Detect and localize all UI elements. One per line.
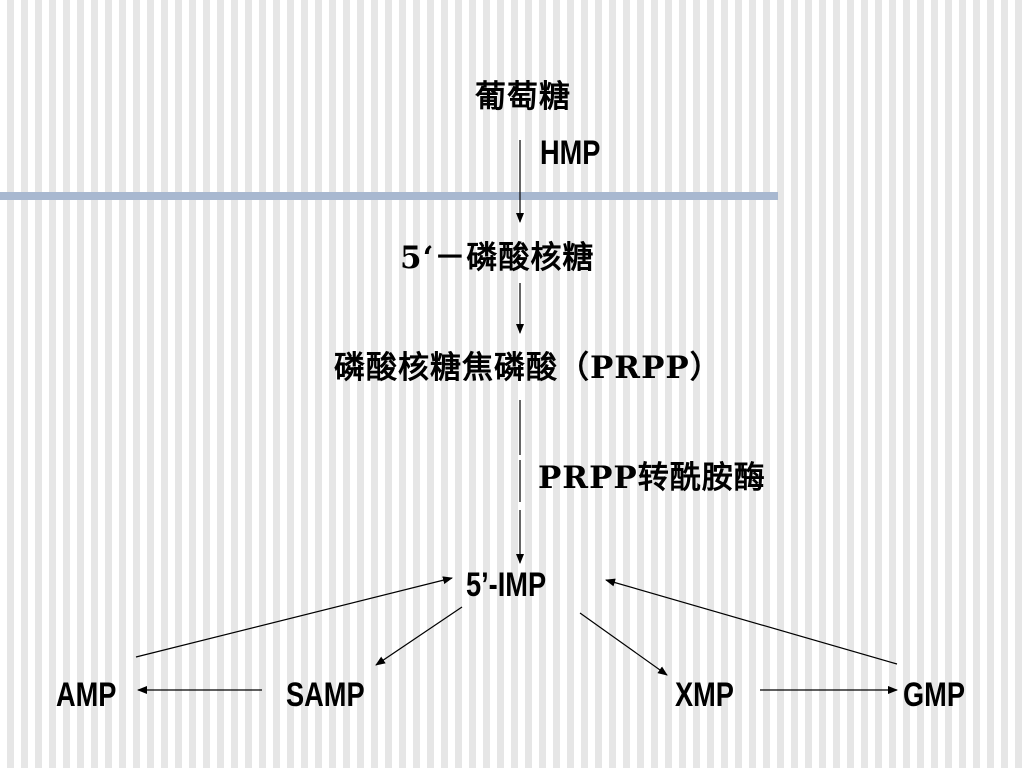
node-samp: SAMP	[286, 676, 365, 714]
node-prpp-amidotransferase: PRPP转酰胺酶	[538, 460, 766, 496]
arrow-amp-to-imp	[135, 576, 453, 658]
node-xmp: XMP	[675, 676, 734, 714]
node-glucose: 葡萄糖	[475, 79, 571, 115]
node-ribose-5-phosphate: 5‘－磷酸核糖	[400, 240, 595, 276]
node-hmp: HMP	[540, 134, 601, 172]
node-amp: AMP	[56, 676, 117, 714]
arrow-gmp-to-imp	[605, 578, 898, 665]
arrow-imp-to-xmp	[579, 612, 668, 676]
node-gmp: GMP	[903, 676, 965, 714]
node-prpp: 磷酸核糖焦磷酸（PRPP）	[334, 350, 722, 386]
divider-bar	[0, 192, 778, 200]
arrow-imp-to-samp	[375, 606, 463, 666]
node-imp: 5’-IMP	[466, 566, 547, 604]
